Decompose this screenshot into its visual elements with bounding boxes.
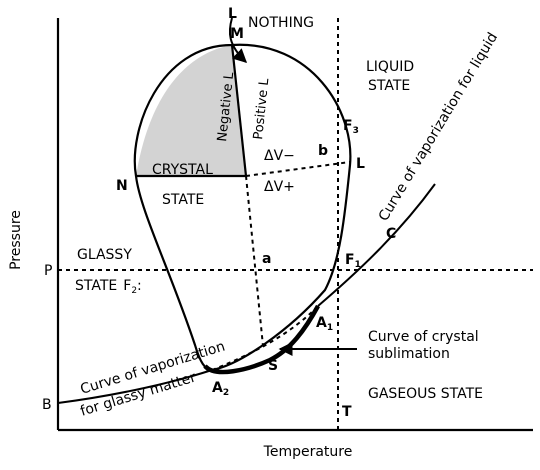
point-l-right: L — [356, 156, 365, 172]
crystal-sublimation-curve — [203, 304, 320, 375]
positive-l-label: Positive L — [251, 77, 272, 140]
dashed-line-a — [245, 175, 264, 347]
point-c: C — [386, 226, 396, 242]
glassy-vaporization-curve — [57, 369, 213, 404]
dv-minus-label: ΔV− — [264, 148, 295, 164]
crystal-label-line2: STATE — [162, 192, 204, 208]
point-l-top: L — [228, 6, 237, 22]
dv-plus-label: ΔV+ — [264, 179, 295, 195]
negative-l-region — [136, 45, 246, 176]
p-tick-label: P — [44, 263, 52, 279]
m-divider-line — [230, 44, 248, 177]
nothing-label: NOTHING — [248, 15, 314, 31]
point-a: a — [262, 251, 271, 267]
x-axis-label: Temperature — [263, 444, 353, 460]
glassy-label-line1: GLASSY — [77, 247, 132, 263]
point-t: T — [342, 404, 352, 420]
point-a2: A2 — [212, 380, 229, 398]
point-m: M — [230, 26, 244, 42]
crystal-curve-label-line1: Curve of crystal — [368, 329, 479, 345]
b-tick-label: B — [42, 397, 52, 413]
crystal-label-line1: CRYSTAL — [152, 162, 213, 178]
l-to-m-arrow — [228, 17, 248, 63]
liquid-label-line2: STATE — [368, 78, 410, 94]
point-n: N — [116, 178, 128, 194]
negative-l-label: Negative L — [215, 71, 237, 143]
point-f3: F3 — [343, 118, 359, 136]
dashed-line-b — [245, 161, 351, 177]
crystal-curve-label-line2: sublimation — [368, 346, 450, 362]
point-a1: A1 — [316, 315, 333, 333]
liquid-label-line1: LIQUID — [366, 59, 414, 75]
point-b: b — [318, 143, 328, 159]
y-axis-label: Pressure — [8, 210, 24, 270]
liquid-vaporization-curve — [317, 183, 436, 307]
point-f1: F1 — [345, 252, 361, 270]
gaseous-label: GASEOUS STATE — [368, 386, 483, 402]
point-s: S — [268, 358, 278, 374]
